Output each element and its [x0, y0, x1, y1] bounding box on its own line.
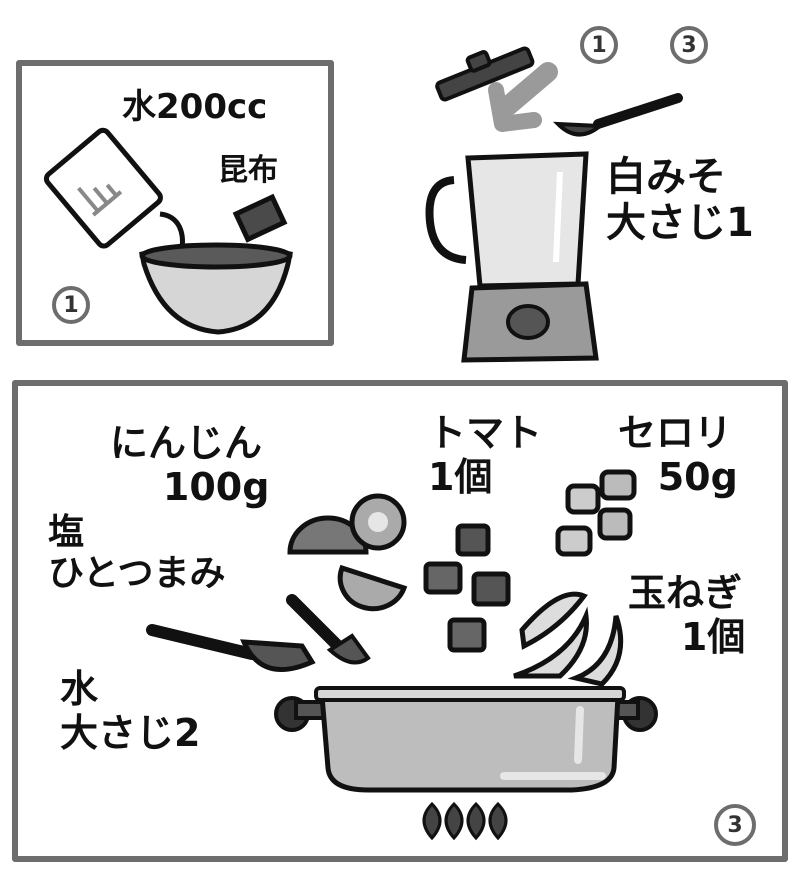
- spoon-icon: [552, 93, 683, 137]
- water-stream-icon: [159, 211, 185, 249]
- pot-icon: [274, 686, 658, 793]
- tomato-cubes-icon: [423, 523, 511, 653]
- bowl-icon: [139, 242, 293, 335]
- celery-pieces-icon: [555, 469, 637, 557]
- step1-badge: 1: [52, 286, 90, 324]
- blender-lid-icon: [435, 46, 535, 102]
- onion-label: 玉ねぎ 1個: [628, 571, 746, 659]
- measuring-cup-icon: [43, 127, 163, 249]
- blender-illustration: [425, 46, 683, 363]
- water-spoon-icon: [146, 624, 316, 672]
- carrot-label: にんじん 100g: [110, 421, 270, 509]
- pouring-illustration: [43, 127, 293, 335]
- step2-badge-1: 1: [580, 26, 618, 64]
- arrow-icon: [498, 62, 558, 116]
- carrot-slices-icon: [287, 493, 408, 612]
- kombu-label: 昆布: [218, 153, 278, 188]
- onion-slices-icon: [513, 591, 624, 687]
- step1-panel: 水200cc 昆布 1: [16, 60, 334, 346]
- tomato-label: トマト 1個: [428, 411, 543, 499]
- step3-badge: 3: [714, 804, 756, 846]
- white-miso-label: 白みそ 大さじ1: [606, 154, 754, 246]
- water-200cc-label: 水200cc: [122, 87, 268, 127]
- step2-badge-3: 3: [670, 26, 708, 64]
- step3-panel: にんじん 100g トマト 1個 セロリ 50g 塩 ひとつまみ 玉ねぎ 1個 …: [12, 380, 788, 862]
- water-2tbsp-label: 水 大さじ2: [60, 667, 201, 755]
- celery-label: セロリ 50g: [618, 411, 738, 499]
- kombu-icon: [232, 193, 288, 243]
- cooking-pot-illustration: [146, 469, 658, 841]
- salt-spoon-icon: [286, 594, 371, 665]
- flame-icon: [422, 801, 508, 841]
- salt-label: 塩 ひとつまみ: [48, 512, 226, 595]
- blender-icon: [425, 151, 599, 363]
